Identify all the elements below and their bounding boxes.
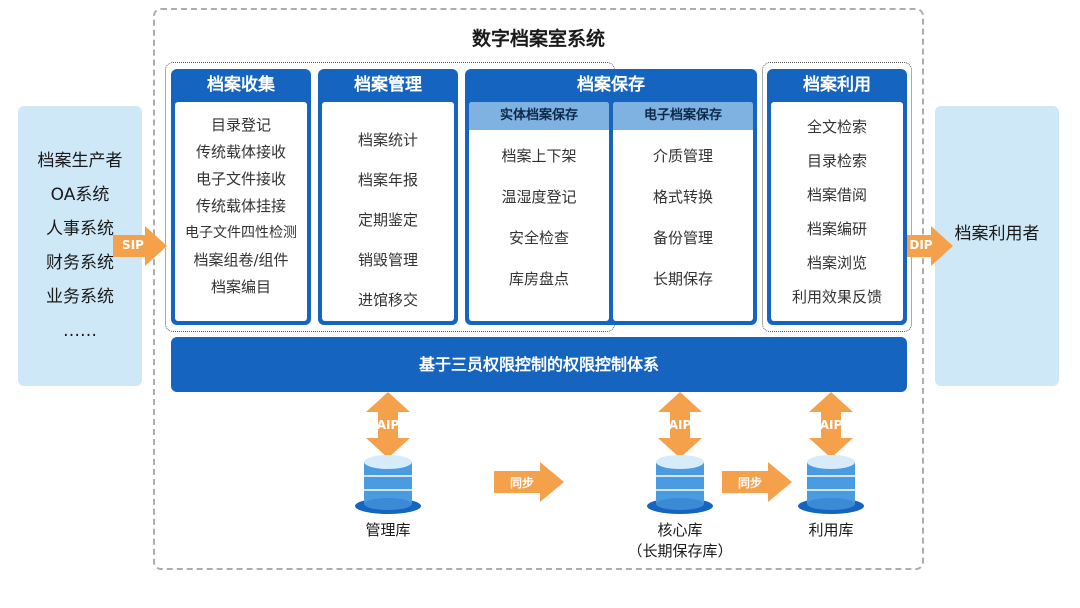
- manage-item: 进馆移交: [357, 291, 418, 309]
- physical-item: 温湿度登记: [501, 188, 577, 206]
- use-item: 档案浏览: [806, 254, 867, 272]
- preserve-digital-title: 电子档案保存: [613, 102, 753, 130]
- dip-arrow-icon: [903, 226, 953, 266]
- users-panel: 档案利用者: [935, 106, 1059, 386]
- column-manage: 档案管理 档案统计 档案年报 定期鉴定 销毁管理 进馆移交: [318, 69, 458, 325]
- sync-arrow-icon: [722, 462, 792, 502]
- permission-bar-label: 基于三员权限控制的权限控制体系: [418, 355, 659, 374]
- digital-item: 格式转换: [652, 188, 713, 206]
- physical-item: 安全检查: [508, 229, 569, 247]
- collect-item: 目录登记: [210, 116, 271, 134]
- aip-label-use: AIP: [819, 418, 843, 432]
- system-frame: [153, 8, 924, 570]
- column-use: 档案利用 全文检索 目录检索 档案借阅 档案编研 档案浏览 利用效果反馈: [767, 69, 907, 325]
- digital-item: 备份管理: [652, 229, 713, 247]
- collect-item: 电子文件接收: [195, 170, 286, 188]
- database-manage-label: 管理库: [365, 521, 411, 539]
- database-manage-icon: [355, 455, 421, 514]
- use-item: 目录检索: [806, 152, 867, 170]
- permission-bar: 基于三员权限控制的权限控制体系: [171, 337, 907, 392]
- column-collect-title: 档案收集: [207, 75, 275, 95]
- database-use-label: 利用库: [808, 521, 854, 539]
- preserve-physical-body: 实体档案保存 档案上下架 温湿度登记 安全检查 库房盘点: [469, 102, 609, 321]
- preserve-physical-title: 实体档案保存: [469, 102, 609, 130]
- digital-item: 长期保存: [652, 270, 713, 288]
- collect-item: 电子文件四性检测: [185, 225, 297, 241]
- use-item: 档案编研: [806, 220, 867, 238]
- column-manage-title: 档案管理: [354, 75, 422, 95]
- aip-arrow-icon: [809, 392, 853, 458]
- use-item: 利用效果反馈: [791, 288, 882, 306]
- system-title: 数字档案室系统: [471, 28, 605, 50]
- manage-item: 档案年报: [357, 171, 418, 189]
- sync-arrow-icon: [494, 462, 564, 502]
- aip-arrow-icon: [366, 392, 410, 458]
- database-core-sublabel: （长期保存库）: [627, 542, 733, 560]
- use-item: 全文检索: [806, 118, 867, 136]
- aip-label-manage: AIP: [376, 418, 400, 432]
- manage-item: 定期鉴定: [357, 211, 418, 229]
- sip-arrow-icon: [113, 226, 167, 266]
- column-collect: 档案收集 目录登记 传统载体接收 电子文件接收 传统载体挂接 电子文件四性检测 …: [171, 69, 311, 325]
- producer-item: 人事系统: [46, 219, 114, 239]
- producers-list: 档案生产者 OA系统 人事系统 财务系统 业务系统 ……: [18, 144, 142, 348]
- use-module-group: [762, 62, 912, 332]
- collect-item: 档案组卷/组件: [193, 251, 289, 269]
- collect-item: 传统载体接收: [195, 143, 286, 161]
- column-collect-body: 目录登记 传统载体接收 电子文件接收 传统载体挂接 电子文件四性检测 档案组卷/…: [175, 102, 307, 321]
- column-preserve-title: 档案保存: [577, 75, 645, 95]
- physical-item: 档案上下架: [501, 147, 577, 165]
- sync-label-1: 同步: [509, 476, 534, 490]
- database-use-icon: [798, 455, 864, 514]
- producer-item: 财务系统: [46, 253, 114, 273]
- collect-item: 档案编目: [210, 278, 271, 296]
- database-core-label: 核心库: [657, 521, 703, 539]
- aip-label-core: AIP: [668, 418, 692, 432]
- sync-label-2: 同步: [737, 476, 762, 490]
- manage-item: 销毁管理: [357, 251, 418, 269]
- manage-item: 档案统计: [357, 131, 418, 149]
- use-items: 全文检索 目录检索 档案借阅 档案编研 档案浏览 利用效果反馈: [771, 102, 903, 314]
- users-label: 档案利用者: [954, 223, 1040, 244]
- collect-items: 目录登记 传统载体接收 电子文件接收 传统载体挂接 电子文件四性检测 档案组卷/…: [175, 102, 307, 301]
- collect-item: 传统载体挂接: [195, 197, 286, 215]
- column-preserve: 档案保存 实体档案保存 档案上下架 温湿度登记 安全检查 库房盘点 电子档案保存…: [465, 69, 757, 325]
- dip-label: DIP: [909, 238, 933, 252]
- digital-item: 介质管理: [652, 147, 713, 165]
- column-use-title: 档案利用: [803, 75, 871, 95]
- preserve-digital-body: 电子档案保存 介质管理 格式转换 备份管理 长期保存: [613, 102, 753, 321]
- manage-items: 档案统计 档案年报 定期鉴定 销毁管理 进馆移交: [322, 102, 454, 320]
- physical-items: 档案上下架 温湿度登记 安全检查 库房盘点: [469, 130, 609, 300]
- column-manage-body: 档案统计 档案年报 定期鉴定 销毁管理 进馆移交: [322, 102, 454, 321]
- digital-items: 介质管理 格式转换 备份管理 长期保存: [613, 130, 753, 300]
- producer-item: 档案生产者: [37, 151, 123, 171]
- column-use-body: 全文检索 目录检索 档案借阅 档案编研 档案浏览 利用效果反馈: [771, 102, 903, 321]
- producer-item: OA系统: [50, 185, 110, 205]
- physical-item: 库房盘点: [508, 270, 569, 288]
- database-core-icon: [647, 455, 713, 514]
- aip-arrow-icon: [658, 392, 702, 458]
- sip-label: SIP: [122, 238, 144, 252]
- producer-item: ……: [63, 321, 97, 341]
- use-item: 档案借阅: [806, 186, 867, 204]
- producer-item: 业务系统: [46, 287, 114, 307]
